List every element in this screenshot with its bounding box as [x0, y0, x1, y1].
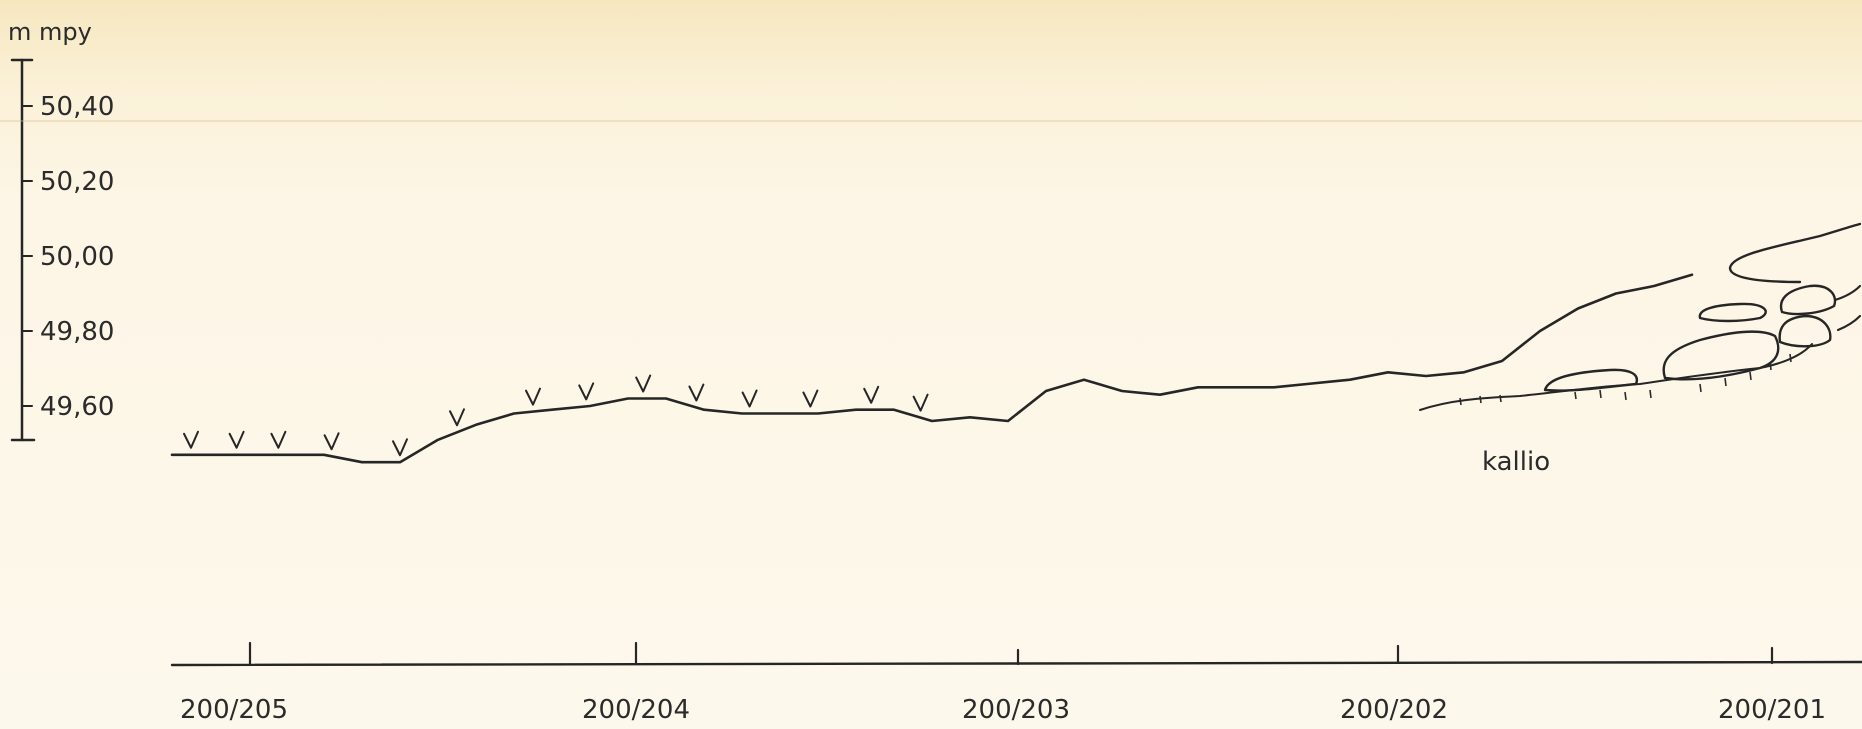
grass-symbol — [228, 430, 245, 449]
rock-slab-2 — [1662, 330, 1780, 381]
terrain-profile-line — [170, 273, 1694, 464]
elevation-label-2: 50,20 — [40, 167, 114, 197]
elevation-label-3: 50,00 — [40, 242, 114, 272]
grass-symbol — [392, 438, 408, 457]
elevation-scale: 50,40 50,20 50,00 49,80 49,60 — [10, 58, 114, 442]
grass-symbol — [270, 430, 287, 449]
grass-symbol — [449, 408, 465, 427]
grass-symbol — [183, 430, 199, 449]
rock-annotation: kallio — [1482, 447, 1550, 477]
grass-symbol — [688, 383, 705, 402]
rock-slab-3 — [1698, 302, 1767, 323]
grass-symbol — [912, 393, 929, 412]
station-axis: 200/205 200/204 200/203 200/202 200/201 — [170, 641, 1862, 725]
rock-hatched-area — [1419, 343, 1813, 411]
rock-boulder-2 — [1779, 284, 1837, 316]
elevation-label-1: 50,40 — [40, 92, 114, 122]
station-label-1: 200/205 — [180, 695, 288, 725]
grass-symbol — [578, 382, 595, 401]
rock-outcrop — [1419, 222, 1862, 411]
grass-symbol — [741, 389, 758, 408]
rock-outline-right — [1833, 284, 1862, 332]
rock-slab-1 — [1543, 368, 1639, 392]
elevation-label-5: 49,60 — [40, 392, 114, 422]
grass-symbol — [525, 387, 541, 406]
station-label-5: 200/201 — [1718, 695, 1826, 725]
grass-symbol — [863, 385, 880, 404]
station-label-2: 200/204 — [582, 695, 690, 725]
rock-hatching — [1459, 353, 1792, 406]
rock-overhang — [1728, 222, 1862, 284]
elevation-label-4: 49,80 — [40, 317, 114, 347]
rock-boulder-1 — [1778, 314, 1832, 348]
unit-label: m mpy — [8, 18, 92, 46]
grass-symbol — [323, 432, 340, 451]
station-label-3: 200/203 — [962, 695, 1070, 725]
grass-symbol — [802, 389, 819, 408]
vegetation-symbols — [183, 374, 929, 457]
grass-symbol — [635, 374, 652, 393]
station-label-4: 200/202 — [1340, 695, 1448, 725]
